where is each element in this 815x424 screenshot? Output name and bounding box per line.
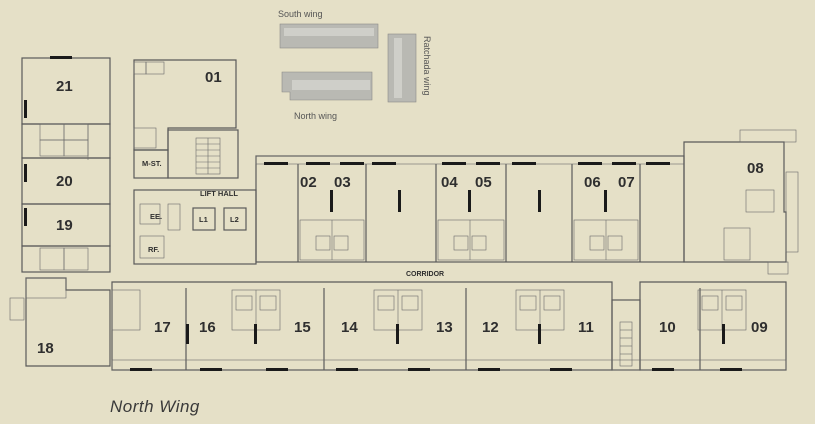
ratchada-wing-label: Ratchada wing bbox=[422, 36, 432, 96]
south-wing-label: South wing bbox=[278, 9, 323, 19]
rf-label: RF. bbox=[148, 245, 159, 254]
main-stair-label: M-ST. bbox=[142, 159, 162, 168]
unit-03-label: 03 bbox=[334, 174, 351, 191]
unit-14-label: 14 bbox=[341, 319, 358, 336]
north-wing-label: North wing bbox=[294, 111, 337, 121]
lift-hall-label: LIFT HALL bbox=[200, 189, 238, 198]
unit-02-label: 02 bbox=[300, 174, 317, 191]
unit-08-label: 08 bbox=[747, 160, 764, 177]
corridor-label: CORRIDOR bbox=[406, 271, 444, 278]
unit-13-label: 13 bbox=[436, 319, 453, 336]
unit-15-label: 15 bbox=[294, 319, 311, 336]
unit-12-label: 12 bbox=[482, 319, 499, 336]
ee-label: EE. bbox=[150, 212, 162, 221]
unit-06-label: 06 bbox=[584, 174, 601, 191]
unit-11-label: 11 bbox=[578, 319, 594, 336]
wing-title: North Wing bbox=[110, 397, 200, 416]
unit-10-label: 10 bbox=[659, 319, 676, 336]
unit-09-label: 09 bbox=[751, 319, 768, 336]
unit-08 bbox=[683, 141, 787, 263]
unit-16-label: 16 bbox=[199, 319, 216, 336]
unit-20-label: 20 bbox=[56, 173, 73, 190]
lift-1-label: L1 bbox=[199, 215, 208, 224]
stair-east bbox=[611, 299, 641, 371]
unit-05-label: 05 bbox=[475, 174, 492, 191]
unit-19-label: 19 bbox=[56, 217, 73, 234]
lift-2-label: L2 bbox=[230, 215, 239, 224]
unit-17-label: 17 bbox=[154, 319, 171, 336]
key-map: South wing North wing Ratchada wing bbox=[278, 9, 432, 121]
unit-01-label: 01 bbox=[205, 69, 222, 86]
unit-18-label: 18 bbox=[37, 340, 54, 357]
unit-04-label: 04 bbox=[441, 174, 458, 191]
unit-21-label: 21 bbox=[56, 78, 73, 95]
unit-07-label: 07 bbox=[618, 174, 635, 191]
